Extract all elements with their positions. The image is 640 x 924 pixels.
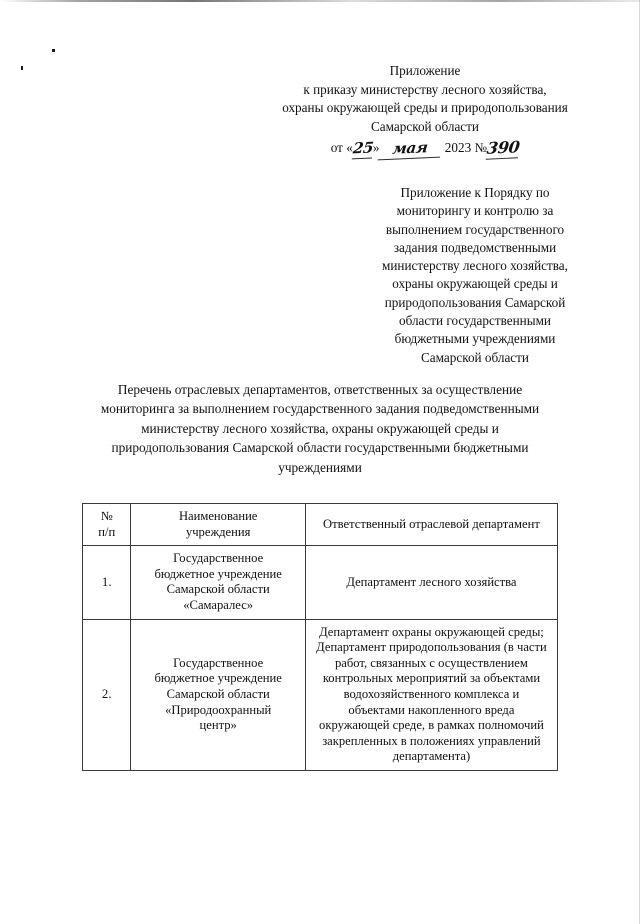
header-line-2: к приказу министерству лесного хозяйства…	[303, 81, 547, 97]
appendix-note-line: охраны окружающей среды и	[392, 276, 558, 292]
appendix-note-line: задания подведомственными	[393, 239, 557, 255]
cell-institution: Государственное бюджетное учреждение Сам…	[130, 618, 306, 771]
title-line: Перечень отраслевых департаментов, ответ…	[117, 382, 523, 397]
date-quote-close: »	[372, 140, 380, 156]
appendix-note-line: области государственными	[399, 313, 551, 329]
table-row: 1. Государственное бюджетное учреждение …	[81, 545, 559, 620]
scan-speck	[52, 49, 55, 52]
cell-row-number: 2.	[81, 618, 132, 771]
handwritten-number: 390	[485, 137, 521, 160]
title-line: министерству лесного хозяйства, охраны о…	[141, 420, 499, 436]
header-line-1: Приложение	[389, 63, 461, 78]
table-row: 2. Государственное бюджетное учреждение …	[81, 618, 559, 771]
page-title: Перечень отраслевых департаментов, ответ…	[62, 380, 578, 477]
appendix-note-line: Самарской области	[421, 349, 529, 365]
departments-table: № п/п Наименование учреждения Ответствен…	[81, 502, 559, 771]
appendix-note-line: бюджетными учреждениями	[394, 331, 556, 347]
header-line-4: Самарской области	[371, 118, 479, 134]
scan-speck	[21, 66, 23, 70]
appendix-note-line: выполнением государственного	[385, 221, 565, 237]
appendix-note-line: Приложение к Порядку по	[400, 185, 550, 200]
appendix-note-line: мониторингу и контролю за	[396, 203, 554, 219]
cell-row-number: 1.	[81, 545, 132, 620]
cell-institution: Государственное бюджетное учреждение Сам…	[130, 545, 306, 620]
number-label: №	[474, 140, 488, 156]
column-header-name: Наименование учреждения	[130, 502, 306, 547]
cell-department: Департамент лесного хозяйства	[304, 545, 559, 620]
table-header-row: № п/п Наименование учреждения Ответствен…	[81, 502, 559, 547]
scan-edge-top	[0, 0, 640, 2]
title-line: мониторинга за выполнением государственн…	[100, 401, 540, 417]
appendix-note: Приложение к Порядку по мониторингу и ко…	[352, 184, 598, 367]
appendix-header: Приложение к приказу министерству лесног…	[236, 62, 614, 161]
order-date-line: от «25»мая 2023 №390	[236, 137, 614, 161]
handwritten-day: 25	[351, 138, 375, 160]
appendix-note-line: министерству лесного хозяйства,	[382, 258, 568, 274]
column-header-department: Ответственный отраслевой департамент	[304, 502, 559, 547]
title-line: природопользования Самарской области гос…	[111, 440, 529, 456]
handwritten-month: мая	[378, 138, 443, 161]
column-header-number: № п/п	[81, 502, 132, 547]
header-line-3: охраны окружающей среды и природопользов…	[282, 100, 568, 116]
title-line: учреждениями	[278, 459, 362, 475]
cell-department: Департамент охраны окружающей среды; Деп…	[304, 618, 559, 771]
appendix-note-line: природопользования Самарской	[384, 294, 566, 310]
date-year: 2023	[444, 140, 472, 156]
date-prefix: от «	[330, 140, 353, 156]
